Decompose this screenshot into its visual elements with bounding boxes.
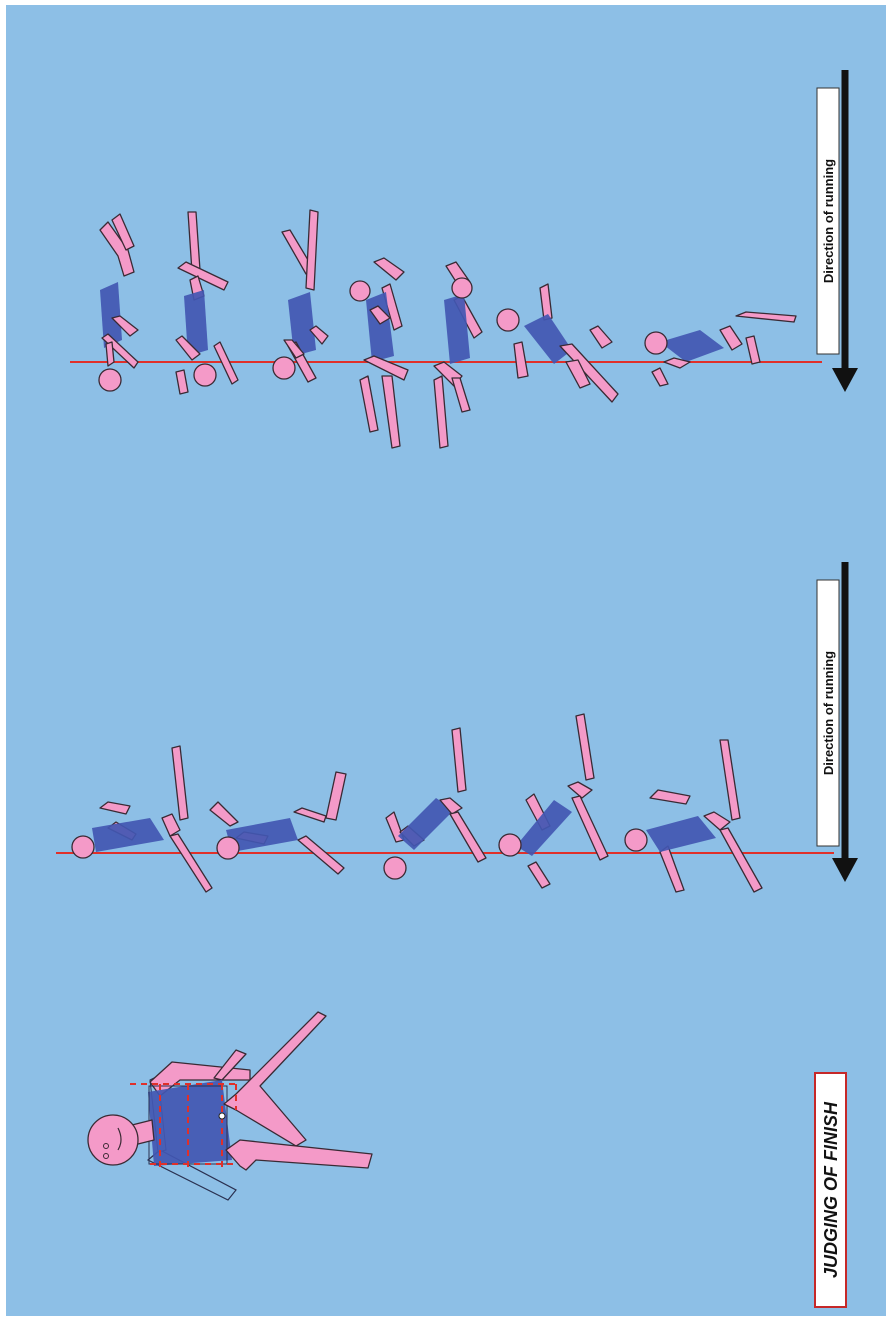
title-text: JUDGING OF FINISH <box>821 1101 841 1278</box>
direction-label-1: Direction of running <box>821 651 836 775</box>
eye-left <box>104 1154 109 1159</box>
eye-right <box>104 1144 109 1149</box>
blue-panel <box>6 5 886 1316</box>
direction-label-2: Direction of running <box>821 159 836 283</box>
title-box: JUDGING OF FINISH <box>815 1073 846 1307</box>
torso-point <box>219 1113 225 1119</box>
head <box>88 1115 138 1165</box>
